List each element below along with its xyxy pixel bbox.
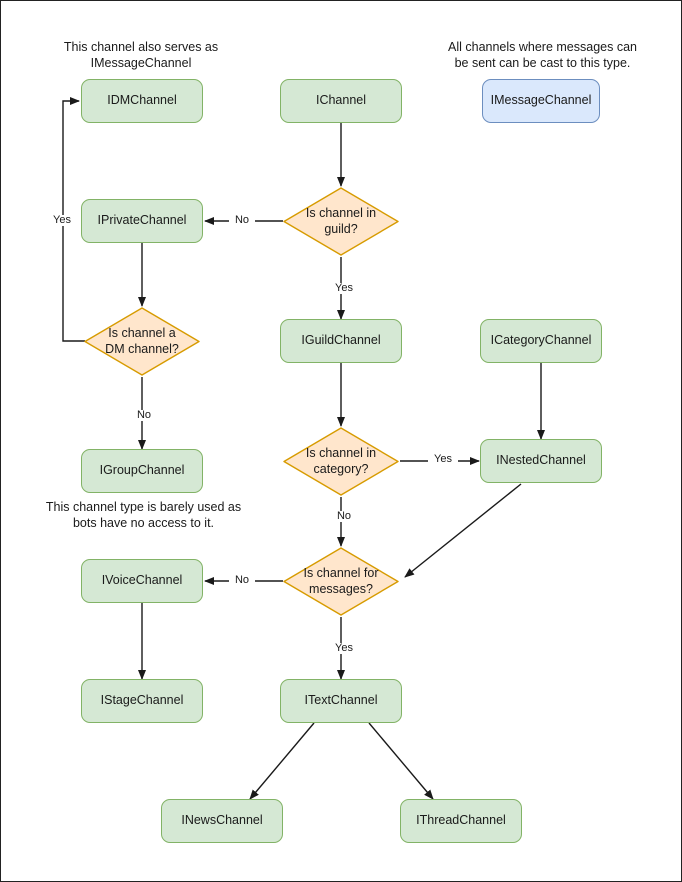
edge-label-messages-no: No [229,575,255,586]
node-idmchannel[interactable]: IDMChannel [81,79,203,123]
edge-label-dm-yes: Yes [47,215,77,226]
node-istagechannel[interactable]: IStageChannel [81,679,203,723]
edge-label-category-yes: Yes [428,454,458,465]
node-imessagechannel[interactable]: IMessageChannel [482,79,600,123]
diamond-shape [283,427,399,496]
node-igroupchannel[interactable]: IGroupChannel [81,449,203,493]
node-itextchannel[interactable]: ITextChannel [280,679,402,723]
note-dm-channel: This channel also serves as IMessageChan… [63,40,219,70]
note-group-channel: This channel type is barely used as bots… [45,500,242,530]
node-iprivatechannel[interactable]: IPrivateChannel [81,199,203,243]
edge-label-guild-yes: Yes [329,283,359,294]
node-ithreadchannel[interactable]: IThreadChannel [400,799,522,843]
decision-is-channel-a-dm-channel[interactable]: Is channel a DM channel? [83,306,201,377]
decision-is-channel-in-category[interactable]: Is channel in category? [282,426,400,497]
edge-label-messages-yes: Yes [329,643,359,654]
node-inestedchannel[interactable]: INestedChannel [480,439,602,483]
decision-is-channel-in-guild[interactable]: Is channel in guild? [282,186,400,257]
edge-label-guild-no: No [229,215,255,226]
node-inewschannel[interactable]: INewsChannel [161,799,283,843]
diamond-shape [283,187,399,256]
node-icategorychannel[interactable]: ICategoryChannel [480,319,602,363]
edge-itext-to-ithread [368,722,434,800]
edge-label-category-no: No [331,511,357,522]
diamond-shape [283,547,399,616]
node-iguildchannel[interactable]: IGuildChannel [280,319,402,363]
node-ivoicechannel[interactable]: IVoiceChannel [81,559,203,603]
edge-itext-to-inews [249,722,315,800]
diamond-shape [84,307,200,376]
edge-inested-to-messages [404,483,522,578]
note-message-channel: All channels where messages can be sent … [448,40,637,70]
edge-label-dm-no: No [131,410,157,421]
node-ichannel[interactable]: IChannel [280,79,402,123]
decision-is-channel-for-messages[interactable]: Is channel for messages? [282,546,400,617]
